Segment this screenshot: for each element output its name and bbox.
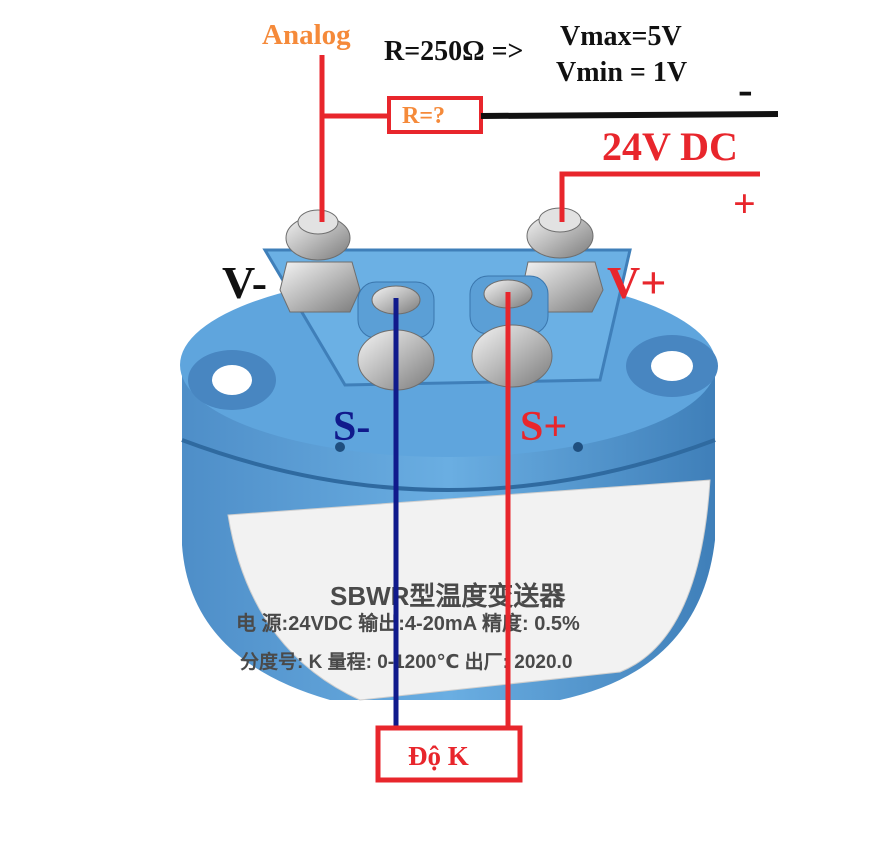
formula-label: R=250Ω => <box>384 36 524 67</box>
device-label: SBWR型温度变送器 电 源:24VDC 输出:4-20mA 精度: 0.5% … <box>227 479 711 701</box>
screw-v-minus <box>279 209 361 313</box>
wire-analog <box>319 55 392 222</box>
device-spec-line1: 电 源:24VDC 输出:4-20mA 精度: 0.5% <box>236 611 580 635</box>
sensor-box <box>375 725 523 783</box>
v-plus-label: V+ <box>607 257 666 308</box>
vmin-label: Vmin = 1V <box>556 57 687 88</box>
device-spec-line2: 分度号: K 量程: 0-1200℃ 出厂: 2020.0 <box>240 650 572 673</box>
wire-positive <box>559 171 760 222</box>
v-minus-label: V- <box>222 257 267 308</box>
plus-label: + <box>733 181 756 226</box>
vmax-label: Vmax=5V <box>560 21 682 52</box>
supply-label: 24V DC <box>602 124 738 169</box>
minus-label: - <box>738 65 753 114</box>
resistor-label: R=? <box>402 103 445 129</box>
wire-negative <box>480 111 779 119</box>
screw-s-plus <box>469 275 553 388</box>
device-title: SBWR型温度变送器 <box>330 581 566 611</box>
analog-label: Analog <box>262 19 351 51</box>
s-minus-label: S- <box>333 404 370 450</box>
sensor-label: Độ K <box>408 741 469 771</box>
s-plus-label: S+ <box>520 404 567 450</box>
